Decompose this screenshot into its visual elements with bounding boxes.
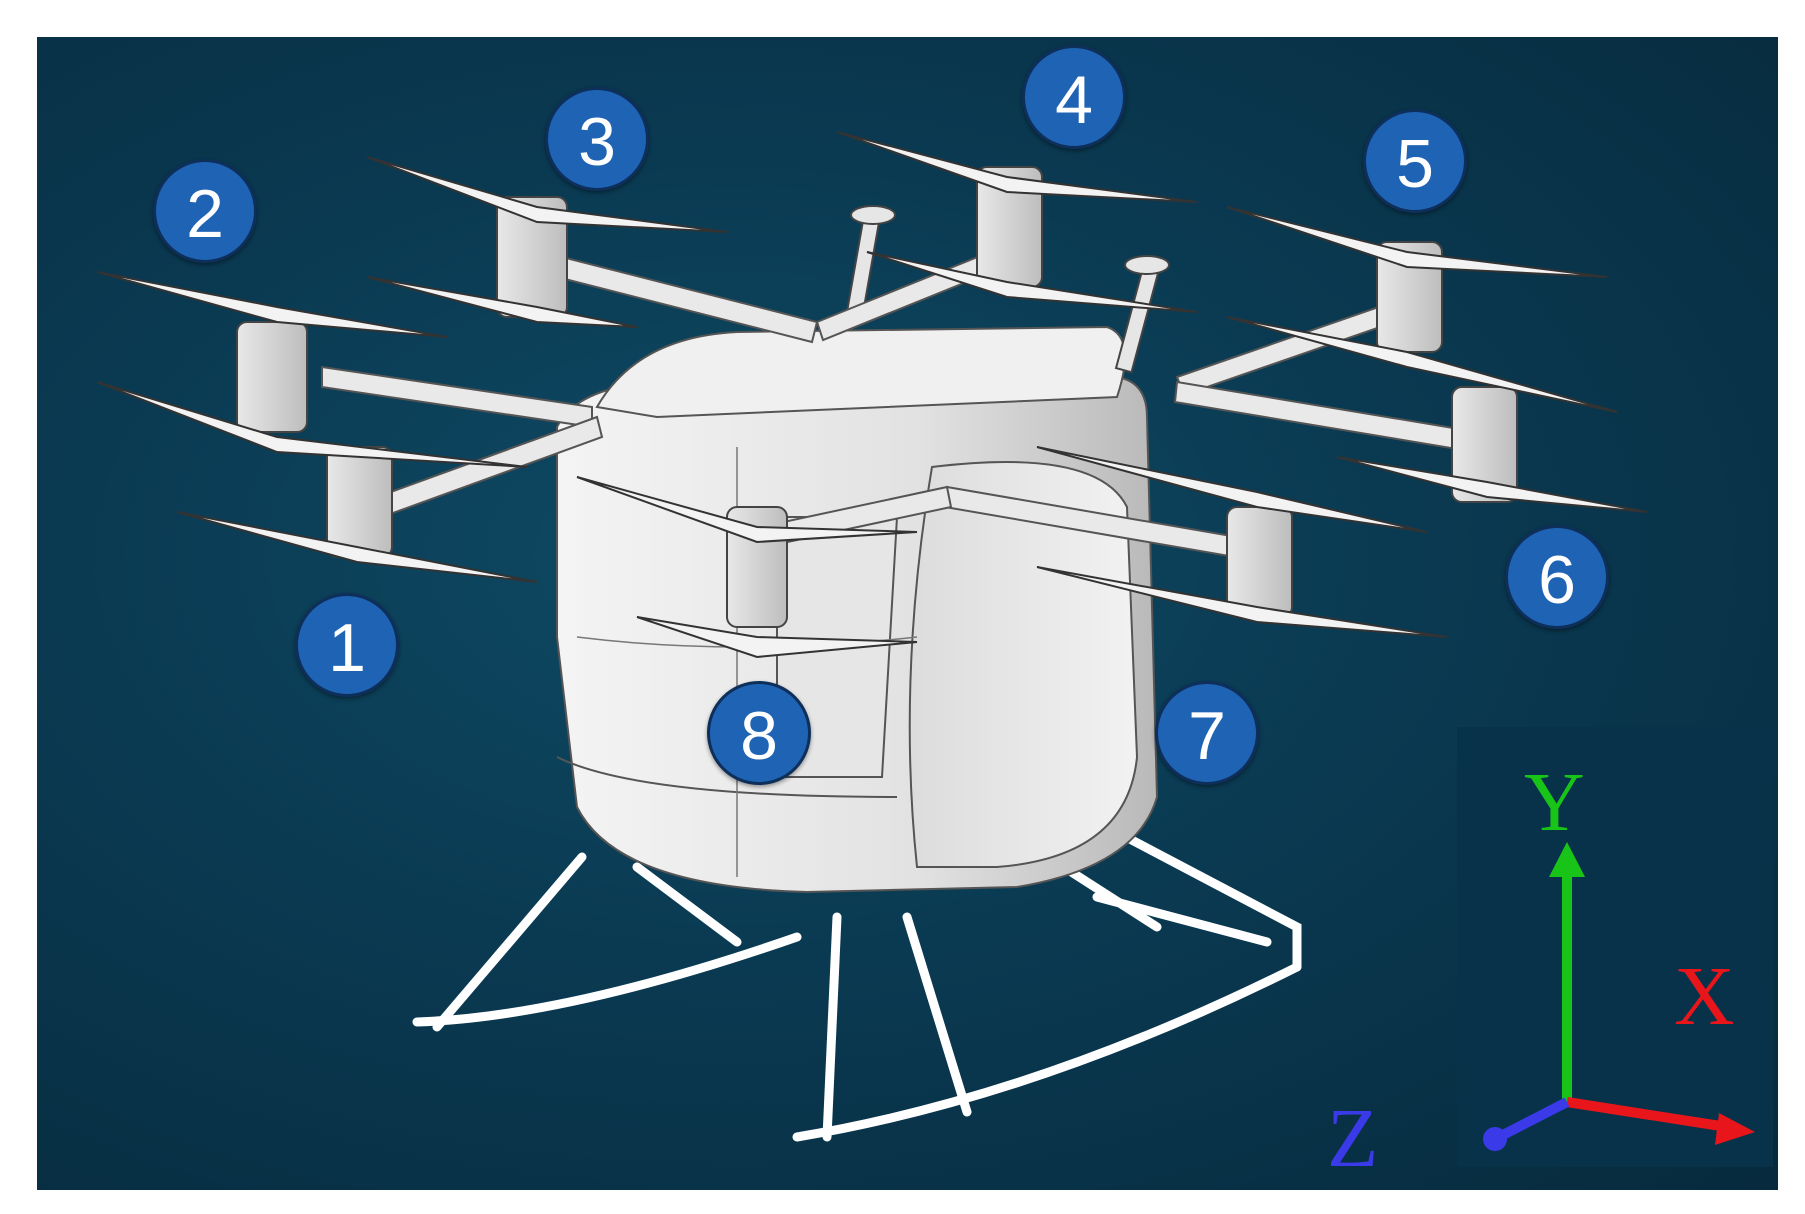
callout-rotor-6: 6 bbox=[1505, 525, 1609, 629]
antenna-posts bbox=[844, 205, 1170, 374]
callout-rotor-5: 5 bbox=[1363, 109, 1467, 213]
x-axis-arrowhead bbox=[1715, 1113, 1755, 1145]
x-axis-arrow bbox=[1566, 1097, 1728, 1132]
x-axis-label: X bbox=[1674, 950, 1735, 1043]
callout-rotor-8: 8 bbox=[707, 681, 811, 785]
cabin bbox=[556, 325, 1159, 894]
callout-rotor-1: 1 bbox=[295, 593, 399, 697]
landing-skids bbox=[412, 822, 1302, 1142]
z-axis-arrow bbox=[1496, 1097, 1570, 1142]
callout-rotor-7: 7 bbox=[1155, 681, 1259, 785]
y-axis-arrowhead bbox=[1549, 842, 1585, 877]
z-axis-endpoint bbox=[1483, 1127, 1507, 1151]
z-axis-label: Z bbox=[1327, 1092, 1379, 1185]
rotor-arms bbox=[321, 235, 1479, 559]
evtol-drone-illustration bbox=[96, 131, 1648, 1142]
y-axis-label: Y bbox=[1524, 756, 1585, 849]
axes-arrows bbox=[1483, 842, 1755, 1151]
diagram-canvas: 1 2 3 4 5 6 7 8 Y X Z bbox=[37, 37, 1778, 1190]
callout-rotor-2: 2 bbox=[153, 159, 257, 263]
coordinate-axes bbox=[1457, 727, 1773, 1167]
callout-rotor-4: 4 bbox=[1022, 45, 1126, 149]
propeller-blades bbox=[96, 131, 1648, 659]
callout-rotor-3: 3 bbox=[545, 87, 649, 191]
